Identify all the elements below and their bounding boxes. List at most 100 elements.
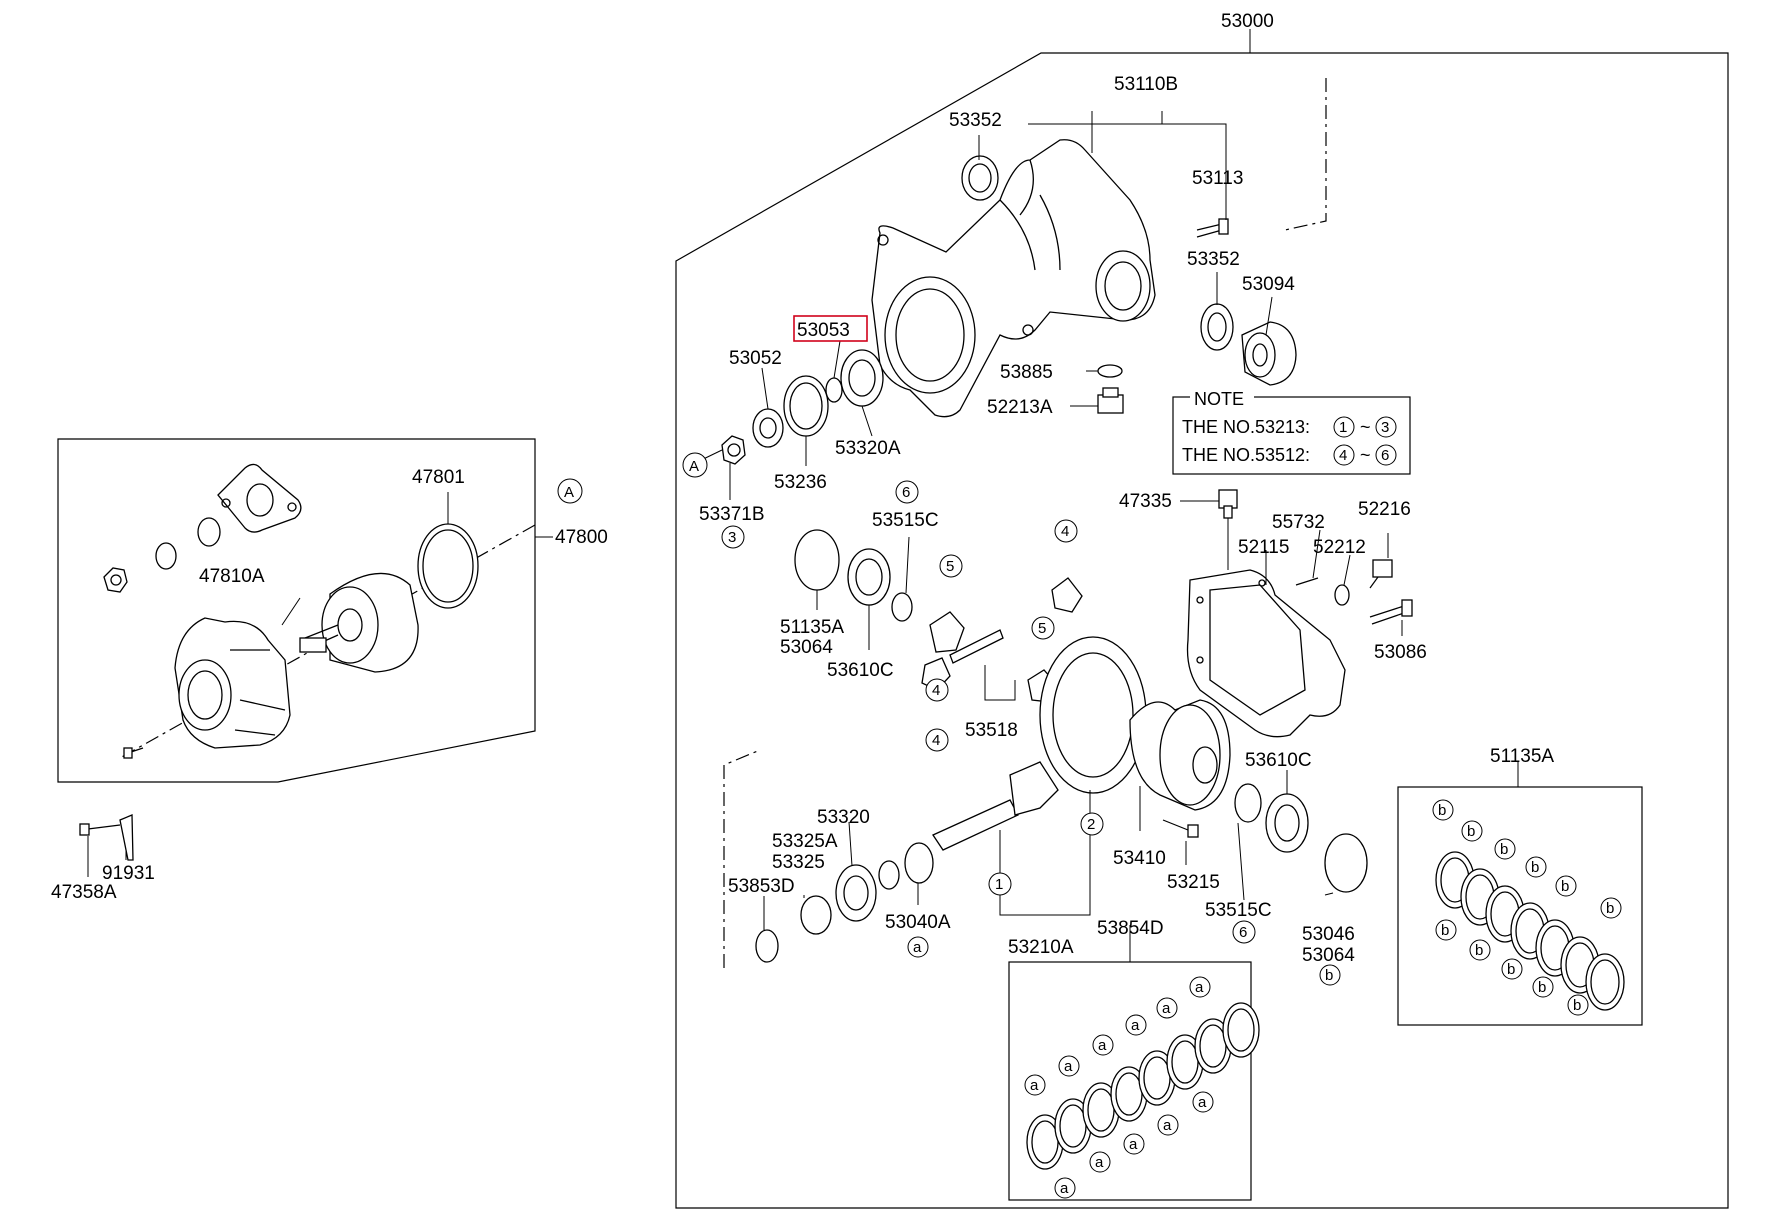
svg-text:a: a: [1163, 1117, 1172, 1134]
svg-text:b: b: [1438, 802, 1446, 819]
label-52213A: 52213A: [987, 397, 1053, 418]
seal-53236: [783, 375, 829, 437]
label-53518: 53518: [965, 720, 1018, 741]
pin-55732: [1295, 577, 1319, 586]
label-52216: 52216: [1358, 499, 1411, 520]
svg-text:1: 1: [995, 876, 1003, 893]
svg-text:A: A: [564, 484, 574, 501]
svg-text:a: a: [1162, 1000, 1171, 1017]
differential-carrier-housing: [871, 139, 1156, 418]
svg-text:b: b: [1538, 979, 1546, 996]
label-53371B: 53371B: [699, 504, 765, 525]
svg-text:a: a: [1064, 1058, 1073, 1075]
letter-b-top-3: b: [1494, 838, 1516, 860]
label-47335: 47335: [1119, 491, 1172, 512]
seal-53352-top: [961, 155, 999, 201]
drum-47801: [299, 572, 419, 673]
note: NOTE THE NO.53213: 1 ~ 3 THE NO.53512: 4…: [1182, 388, 1397, 466]
label-47810A: 47810A: [199, 566, 265, 587]
note-line2-prefix: THE NO.53512:: [1182, 445, 1310, 465]
callout-A-left: A: [682, 452, 708, 478]
letter-a-top-6: a: [1189, 976, 1211, 998]
svg-text:a: a: [1129, 1136, 1138, 1153]
bolt-53086: [1369, 599, 1413, 625]
letter-b-top-2: b: [1461, 820, 1483, 842]
label-53325A: 53325A: [772, 831, 838, 852]
svg-text:2: 2: [1087, 816, 1095, 833]
pinion-shaft-53210A: [932, 761, 1059, 851]
svg-text:a: a: [1060, 1180, 1069, 1197]
centerline-housing: [1284, 78, 1327, 231]
svg-text:4: 4: [1061, 523, 1069, 540]
label-53064-left: 53064: [780, 637, 833, 658]
label-53854D: 53854D: [1097, 918, 1164, 939]
callout-A-right: A: [557, 478, 583, 504]
label-53236: 53236: [774, 472, 827, 493]
label-91931: 91931: [102, 863, 155, 884]
leader-lines: [87, 111, 1519, 962]
callout-6-top: 6: [895, 480, 919, 504]
svg-text:b: b: [1325, 967, 1333, 984]
note-line1-tilde: ~: [1360, 417, 1371, 437]
transfer-case-47810A: [174, 617, 291, 749]
svg-text:4: 4: [932, 732, 940, 749]
svg-text:5: 5: [1038, 620, 1046, 637]
svg-text:a: a: [1095, 1154, 1104, 1171]
callout-4-a: 4: [1054, 519, 1078, 543]
label-53320: 53320: [817, 807, 870, 828]
case-cover-52115: [1186, 569, 1346, 738]
label-51135A-box: 51135A: [1490, 746, 1554, 767]
bearing-53320A: [840, 349, 884, 407]
label-53320A: 53320A: [835, 438, 901, 459]
washer-53052: [752, 408, 784, 448]
callout-4-b: 4: [925, 728, 949, 752]
svg-text:a: a: [1098, 1037, 1107, 1054]
shim-53853D: [755, 929, 779, 963]
svg-text:a: a: [1030, 1077, 1039, 1094]
nut-transfer: [103, 567, 128, 593]
letter-a-top-2: a: [1058, 1055, 1080, 1077]
label-53040A: 53040A: [885, 912, 951, 933]
bolt-53215: [1162, 819, 1199, 838]
letter-a-top-1: a: [1024, 1074, 1046, 1096]
note-line2-tilde: ~: [1360, 445, 1371, 465]
svg-text:b: b: [1467, 823, 1475, 840]
letter-b-bottom-1: b: [1435, 919, 1457, 941]
label-53113: 53113: [1192, 168, 1243, 189]
callout-3: 3: [721, 525, 745, 549]
label-53086: 53086: [1374, 642, 1427, 663]
label-53352-right: 53352: [1187, 249, 1240, 270]
note-line2-from: 4: [1339, 447, 1347, 464]
bracket-91931: [79, 814, 134, 861]
pinion-gear-b: [1051, 577, 1083, 613]
label-53064-right: 53064: [1302, 945, 1355, 966]
callout-b-53064: b: [1319, 964, 1341, 986]
svg-text:b: b: [1561, 878, 1569, 895]
svg-text:a: a: [1198, 1094, 1207, 1111]
ring-47801: [417, 523, 479, 609]
seal-53352-right: [1200, 303, 1234, 351]
bolt-transfer: [123, 747, 144, 759]
letter-b-top-5: b: [1555, 875, 1577, 897]
callout-5-a: 5: [939, 554, 963, 578]
svg-text:b: b: [1475, 942, 1483, 959]
side-gear-a: [929, 611, 965, 653]
bearing-53320: [835, 864, 877, 922]
label-53515C-bottom: 53515C: [1205, 900, 1272, 921]
svg-text:b: b: [1500, 841, 1508, 858]
note-line1-prefix: THE NO.53213:: [1182, 417, 1310, 437]
callout-1: 1: [988, 872, 1012, 896]
letter-a-bottom-1: a: [1054, 1177, 1076, 1199]
letter-a-bottom-2: a: [1089, 1151, 1111, 1173]
letter-b-top-6: b: [1600, 897, 1622, 919]
label-53410: 53410: [1113, 848, 1166, 869]
note-line2-to: 6: [1381, 447, 1389, 464]
svg-text:a: a: [913, 939, 922, 956]
callout-2: 2: [1080, 812, 1104, 836]
washer-53515C-bottom: [1234, 783, 1262, 823]
label-47800: 47800: [555, 527, 608, 548]
washer-kit-b-box: [1397, 786, 1643, 1026]
svg-text:b: b: [1573, 997, 1581, 1014]
label-53094: 53094: [1242, 274, 1295, 295]
